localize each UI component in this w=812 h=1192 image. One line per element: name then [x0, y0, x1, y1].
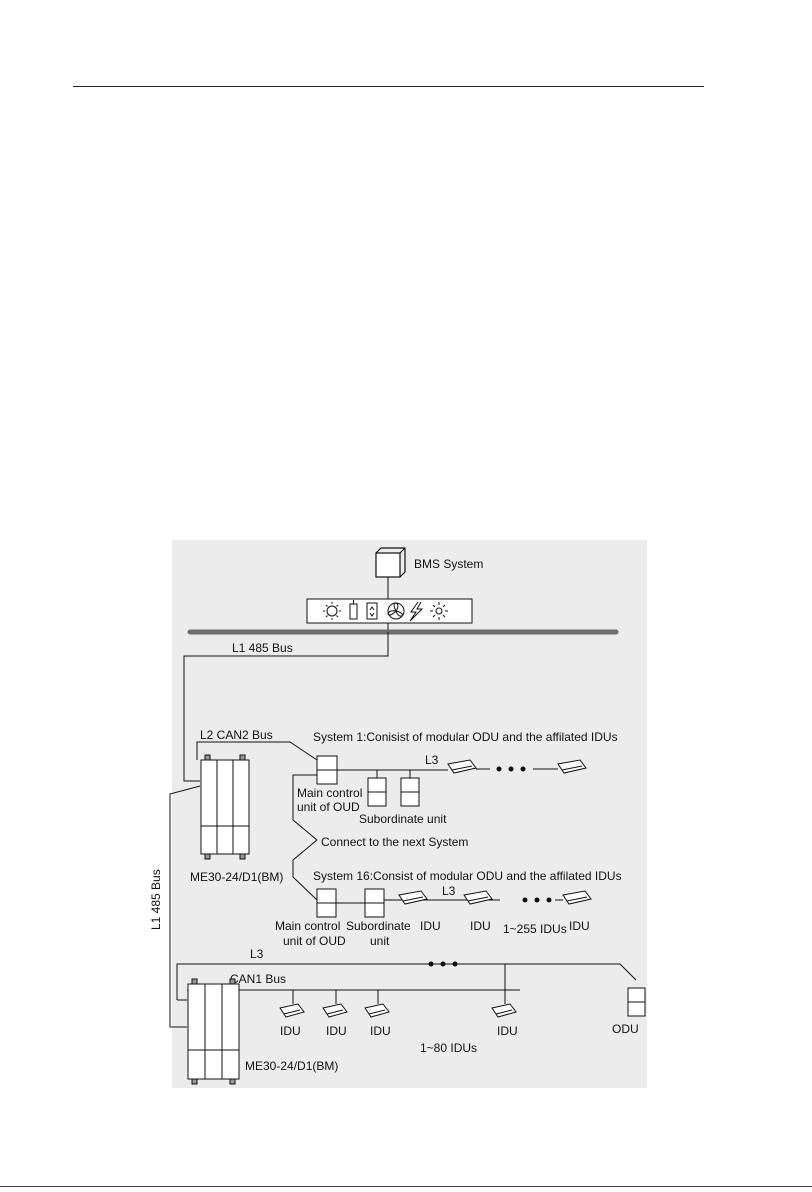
l1-bus-line-side: [169, 785, 201, 1028]
system-16-label: System 16:Consist of modular ODU and the…: [313, 869, 622, 883]
connect-next-label: Connect to the next System: [321, 835, 468, 849]
system-1-main-unit: [316, 755, 338, 785]
system-16-idu-2-label: IDU: [470, 919, 491, 933]
system-16-sub-unit: [364, 888, 385, 918]
system-1-sub-unit-a: [367, 777, 387, 807]
lightning-icon: [409, 601, 424, 622]
system-16-main-label-b: unit of OUD: [283, 934, 346, 948]
system-1-sub-unit-b: [400, 777, 420, 807]
system-1-label: System 1:Conisist of modular ODU and the…: [313, 730, 618, 744]
header-rule: [73, 86, 704, 87]
system-16-ellipsis: [522, 897, 552, 903]
system-16-l3-label: L3: [442, 884, 456, 898]
system-1-main-label-a: Main control: [297, 786, 362, 800]
system-16-idu-3: [562, 890, 592, 905]
l1-bus-side-label: L1 485 Bus: [149, 869, 163, 930]
can1-label: CAN1 Bus: [230, 972, 286, 986]
sun-icon: [323, 602, 341, 620]
bottom-range-label: 1~80 IDUs: [420, 1041, 477, 1055]
bms-label: BMS System: [414, 557, 483, 571]
system-16-idu-2: [463, 890, 493, 905]
next-system-link: [292, 774, 318, 901]
thermometer-icon: [349, 600, 358, 620]
system-16-main-unit: [316, 888, 337, 918]
gateway-1-label: ME30-24/D1(BM): [190, 870, 283, 884]
l1-bus-top-label: L1 485 Bus: [232, 641, 293, 655]
fan-icon: [387, 602, 405, 620]
bottom-idu-3-label: IDU: [370, 1024, 391, 1038]
bottom-idu-4: [491, 1003, 517, 1018]
system-16-sub-label-a: Subordinate: [346, 919, 411, 933]
system-1-sub-label: Subordinate unit: [359, 812, 447, 826]
bottom-idu-2: [322, 1003, 348, 1018]
bms-computer-icon: [375, 547, 406, 578]
l2-can2-line: [196, 741, 318, 761]
footer-rule: [0, 1186, 812, 1187]
gateway-unit-2: [187, 978, 240, 1085]
system-1-idu-1: [447, 759, 477, 774]
bottom-l3-label: L3: [250, 947, 264, 961]
bottom-idu-1-label: IDU: [280, 1024, 301, 1038]
bottom-odu: [627, 987, 646, 1017]
l1-bus-line-top: [183, 632, 389, 782]
bottom-l3-line: [176, 963, 637, 1000]
bottom-ellipsis: [428, 961, 458, 967]
bottom-idu-3: [364, 1003, 390, 1018]
system-1-l3-label: L3: [425, 753, 439, 767]
system-16-idu-3-label: IDU: [569, 919, 590, 933]
subsystem-icon-strip: [306, 598, 473, 624]
system-16-idu-1-label: IDU: [420, 919, 441, 933]
bottom-idu-1: [279, 1003, 305, 1018]
system-1-idu-2: [557, 759, 587, 774]
l2-can2-label: L2 CAN2 Bus: [200, 728, 273, 742]
switch-icon: [366, 602, 378, 620]
light-icon: [430, 602, 448, 620]
system-16-sub-label-b: unit: [370, 934, 390, 948]
bottom-idu-2-label: IDU: [326, 1024, 347, 1038]
bottom-odu-label: ODU: [612, 1022, 639, 1036]
gateway-unit-1: [200, 754, 250, 860]
system-16-main-label-a: Main control: [275, 919, 340, 933]
system-16-idu-1: [398, 890, 428, 905]
system-1-main-label-b: unit of OUD: [297, 800, 360, 814]
bottom-idu-4-label: IDU: [497, 1024, 518, 1038]
system-1-ellipsis: [496, 766, 526, 772]
system-16-range-label: 1~255 IDUs: [503, 922, 567, 936]
gateway-2-label: ME30-24/D1(BM): [245, 1059, 338, 1073]
